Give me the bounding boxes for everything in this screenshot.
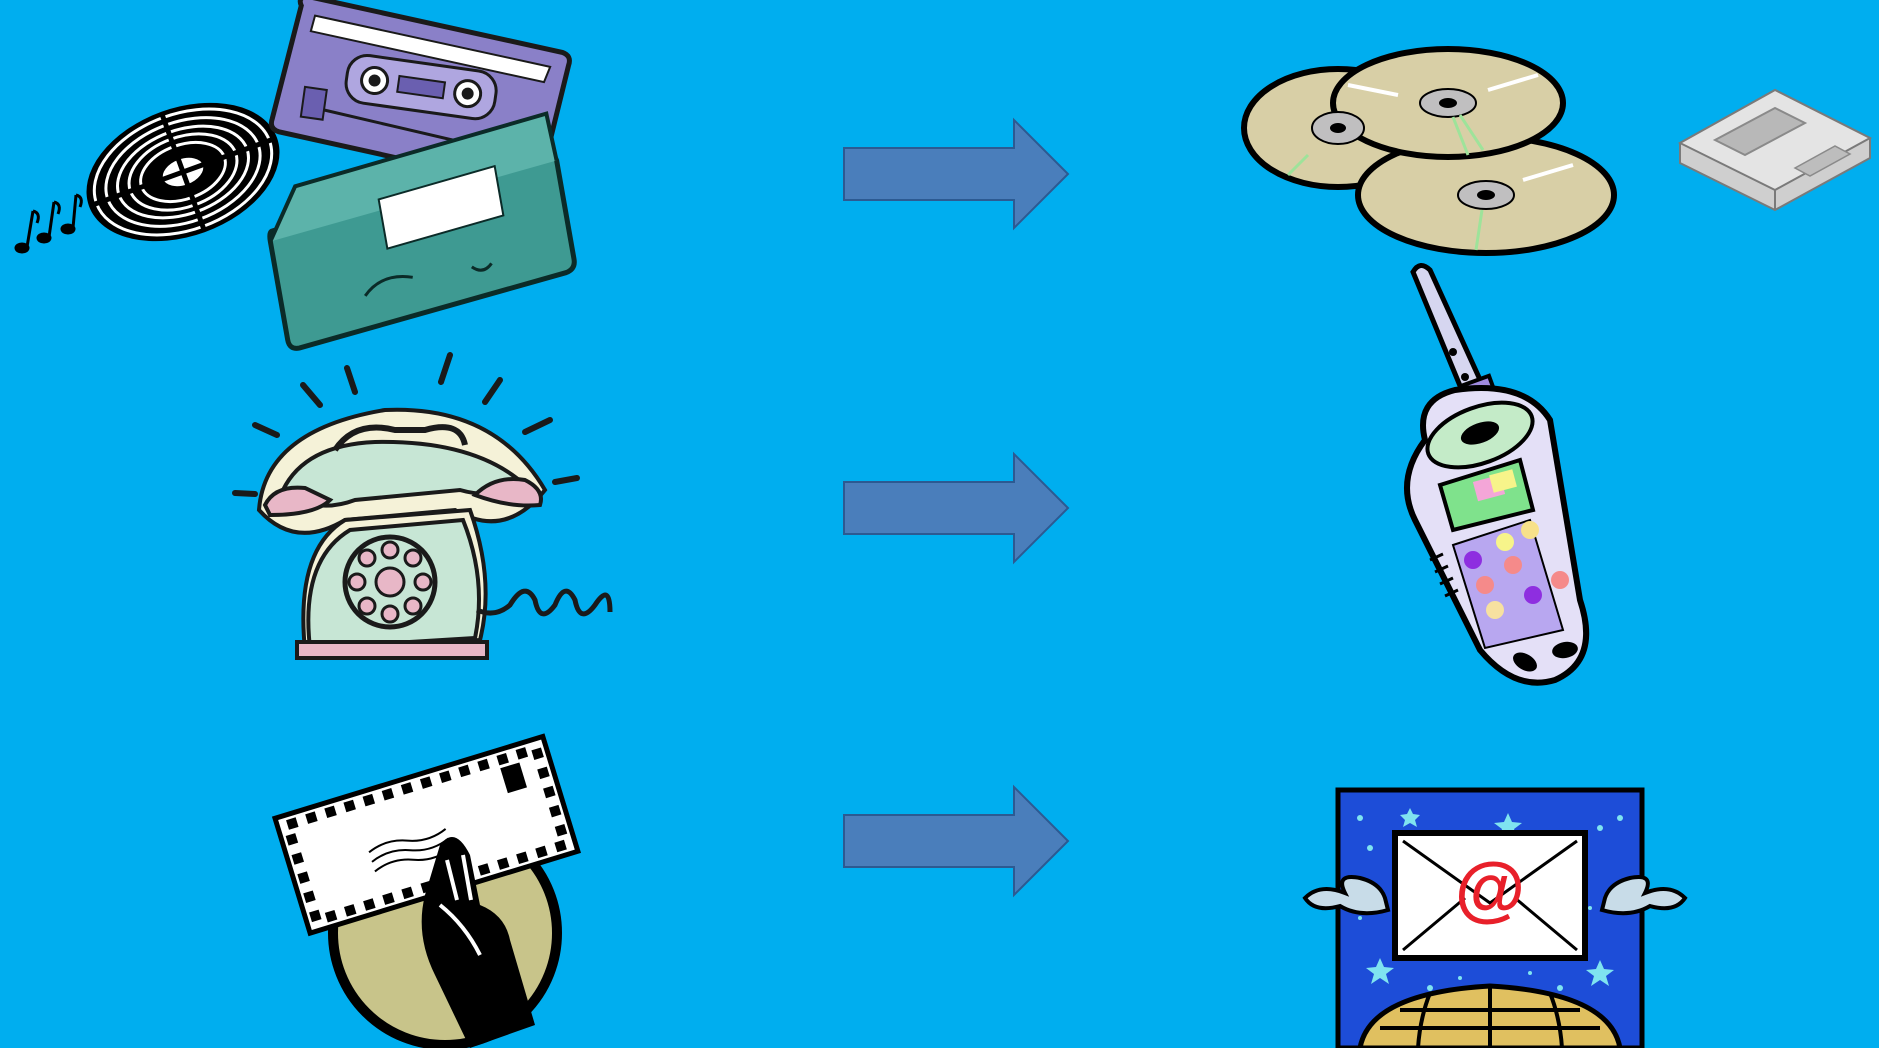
arrow-row-3 (842, 785, 1072, 898)
paper-letter-icon (265, 725, 590, 1048)
rotary-telephone-icon (225, 350, 615, 675)
cd-discs-icon (1238, 45, 1623, 260)
email-icon: @ (1300, 788, 1690, 1048)
email-at-symbol: @ (1455, 849, 1525, 929)
arrow-row-1 (842, 118, 1072, 231)
arrow-row-2 (842, 452, 1072, 565)
floppy-disk-icon (1675, 88, 1873, 213)
vinyl-record-icon (75, 95, 295, 250)
vhs-tape-icon (265, 135, 580, 330)
mobile-phone-icon (1375, 260, 1615, 690)
